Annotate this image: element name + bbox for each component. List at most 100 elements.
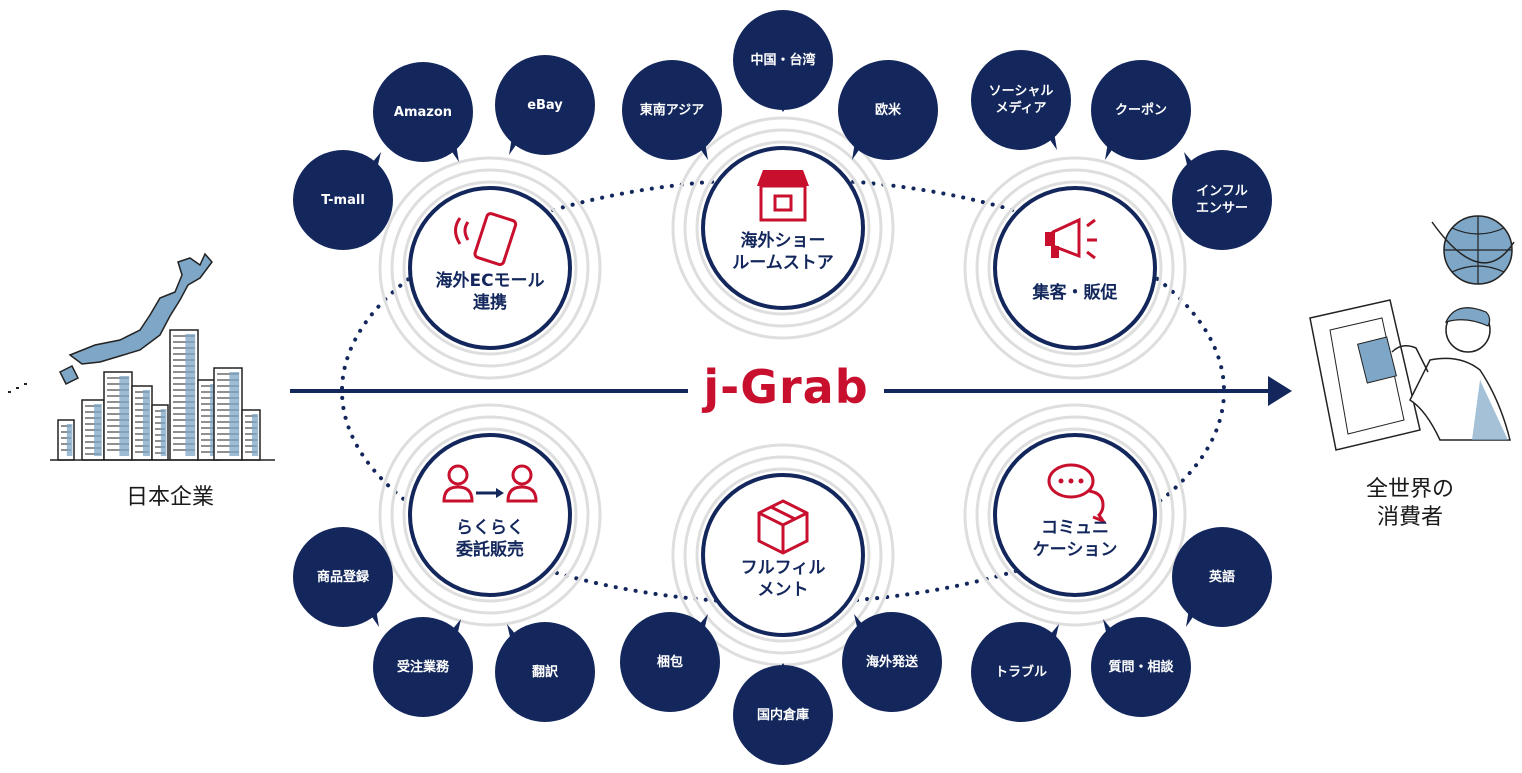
hub-ring [987,427,1163,603]
consumer-hair [1444,307,1491,327]
store-awning [757,170,809,186]
bubble-circle [1172,150,1272,250]
bubble-circle [622,60,722,160]
megaphone-sound [1086,218,1097,260]
hub-label-fulfill: フルフィルメント [708,557,858,601]
bubble-circle [293,150,393,250]
megaphone-handle [1051,246,1059,258]
bubble-7 [1091,60,1191,160]
bubble-circle [620,612,720,712]
bubble-circle [842,612,942,712]
bubble-circle [733,665,833,765]
hub-label-line: 海外ECモール [435,271,545,291]
hub-circle [408,186,572,350]
hub-comm [963,403,1187,627]
consumer-hand [1391,345,1429,373]
japan-map [68,252,213,365]
hub-label-promo: 集客・販促 [1000,282,1150,304]
bubble-label: 質問・相談 [1091,659,1191,676]
hub-promo [963,156,1187,380]
chat-dot [1078,478,1084,484]
japan-city-illustration [8,252,275,461]
hub-ring [683,128,883,328]
japanese-companies-label: 日本企業 [125,485,214,510]
bubble-label-line: Amazon [393,104,453,120]
bubble-0 [293,150,393,250]
bubble-label: 海外発送 [842,654,942,671]
bubble-circle [733,10,833,110]
hub-ring [402,427,578,603]
bubble-label-line: 翻訳 [531,664,558,680]
bubble-label: 英語 [1172,569,1272,586]
building-shade [143,390,150,456]
bubble-label-line: 国内倉庫 [756,707,809,723]
hub-ring [987,180,1163,356]
hub-circle [993,433,1157,597]
bubble-5 [838,60,938,160]
bubble-3 [622,60,722,160]
bubble-circle [838,60,938,160]
megaphone-back [1045,232,1055,246]
building-shade [94,404,102,456]
hub-label-line: ケーション [1032,540,1118,560]
hub-ring [975,415,1175,615]
bubble-label-line: 東南アジア [639,102,705,118]
people-transfer-icon [442,464,538,503]
bubble-label-line: 受注業務 [396,659,449,675]
hub-ring [975,168,1175,368]
hub-ring [963,156,1187,380]
hub-label-line: 連携 [473,293,507,313]
bubble-circle [373,62,473,162]
building-shade [185,334,196,456]
bubble-label: トラブル [971,664,1071,681]
bubble-circle [495,55,595,155]
bubble-12 [620,612,720,712]
phone-body [473,212,518,267]
bubble-label-line: 商品登録 [316,569,369,585]
person-head [511,464,533,486]
hub-label-line: メント [757,580,809,600]
bubble-14 [842,612,942,712]
bubble-label-line: eBay [527,97,563,113]
bubble-label-line: トラブル [994,664,1047,680]
bubble-8 [1172,150,1272,250]
chat-dot [1058,478,1064,484]
bubble-16 [1091,617,1191,717]
hub-circle [701,146,865,310]
bubble-label: Amazon [373,104,473,121]
bubble-label: 欧米 [838,102,938,119]
hub-ring [378,156,602,380]
building-shade [160,409,167,456]
hub-label-line: らくらく [456,518,524,538]
building-shade [251,414,259,456]
chat-bubble-second [1088,489,1107,525]
bubble-15 [971,622,1071,722]
hub-label-line: 海外ショー [740,231,826,251]
store-window [773,194,793,212]
hub-label-line: コミュニ [1041,518,1109,538]
bubble-label-line: クーポン [1114,102,1167,118]
global-consumers-line-2: 消費者 [1376,505,1443,530]
building-shade [119,376,130,456]
bubble-label-line: 質問・相談 [1108,659,1174,675]
bubble-label: 翻訳 [495,664,595,681]
bubble-label: 国内倉庫 [733,707,833,724]
chat-bubbles-icon [1047,463,1107,525]
signal-waves [454,217,470,245]
bubble-1 [373,62,473,162]
bubble-circle [1091,60,1191,160]
globe-grid [1444,216,1512,284]
hub-label-consign: らくらく委託販売 [415,517,565,561]
hub-ring [683,455,883,655]
chat-bubble-main [1047,463,1095,499]
bubble-circle [373,617,473,717]
hub-label-line: フルフィル [740,558,826,578]
store-icon [757,170,809,222]
consumer-shade [1472,380,1508,440]
hub-ring [695,467,871,643]
hub-circle [993,186,1157,350]
flow-arrow-head [1268,376,1292,406]
kyushu-island [58,364,80,386]
island-dots [8,383,27,393]
